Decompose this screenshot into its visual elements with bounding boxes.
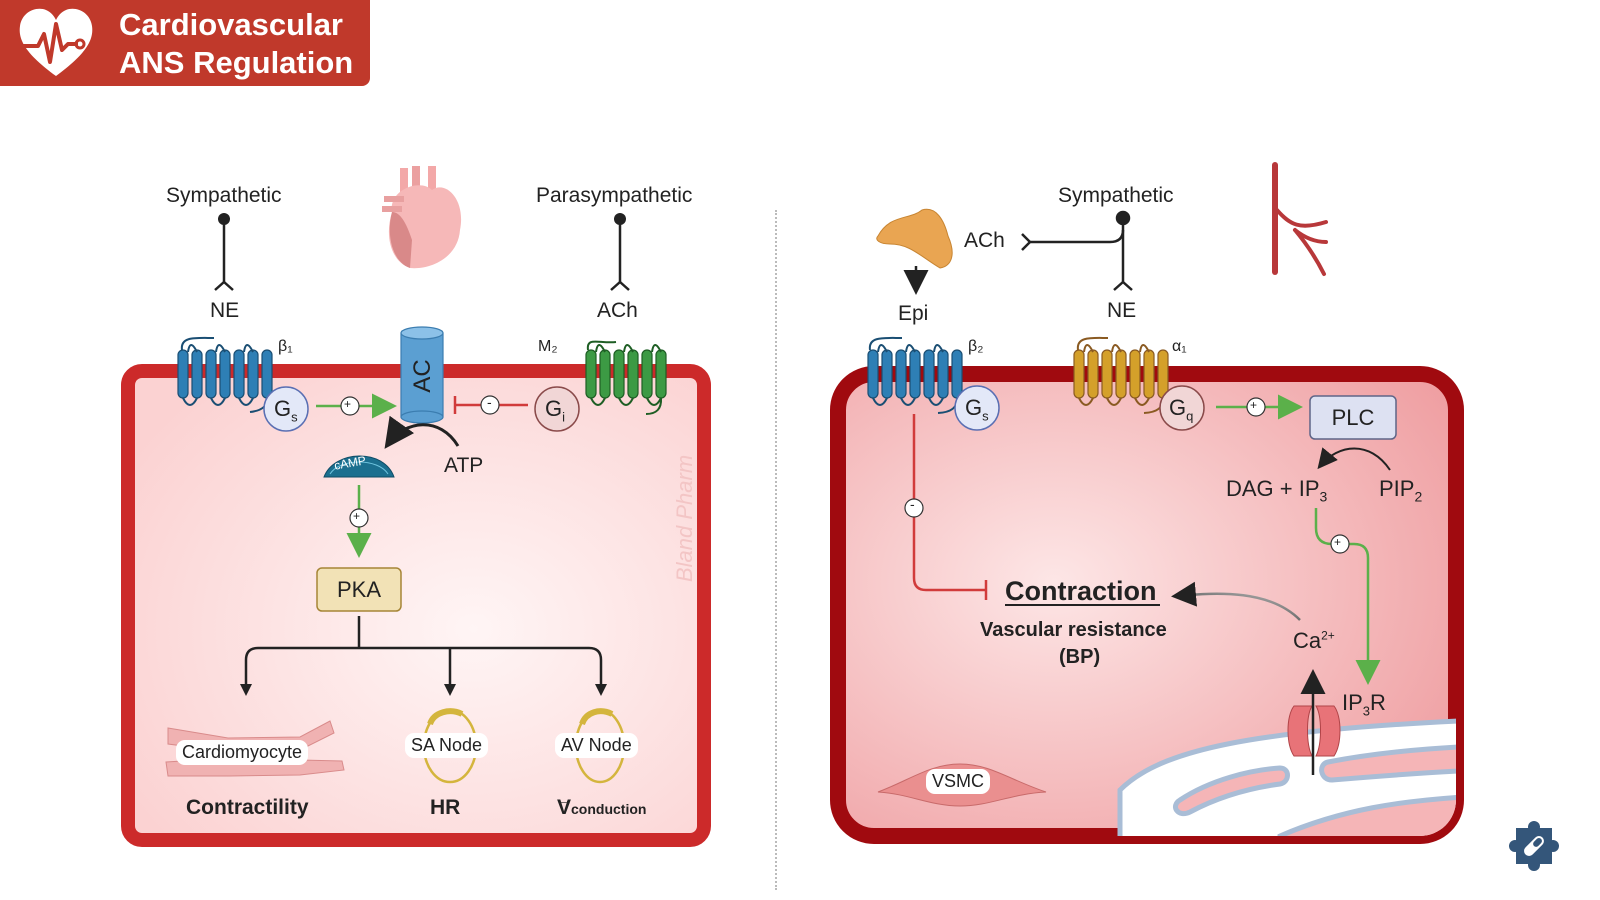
- atp-label: ATP: [444, 454, 484, 477]
- hr-label: HR: [430, 796, 461, 819]
- title-line-1: Cardiovascular: [119, 7, 343, 42]
- pka-branch-arrows: [244, 616, 603, 688]
- pka-label: PKA: [336, 577, 382, 602]
- page-title: Cardiovascular ANS Regulation: [119, 6, 353, 82]
- av-node-tag: AV Node: [555, 733, 638, 758]
- vascular-panel-graphics: [830, 162, 1464, 844]
- alpha1-receptor-icon: [1073, 336, 1169, 414]
- heart-ecg-icon: [19, 8, 93, 76]
- alpha1-label: α₁: [1172, 338, 1187, 355]
- dag-ip3-label: DAG + IP3: [1226, 476, 1328, 505]
- vector-arrow-icon: →: [558, 792, 572, 808]
- ne-label-heart: NE: [210, 299, 240, 322]
- stimulate-badge: [340, 396, 360, 416]
- camp-icon: [323, 455, 395, 478]
- adenylyl-cyclase-icon: [400, 326, 444, 424]
- pip2-to-dag-arrow: [1317, 447, 1391, 471]
- atp-to-camp-arrow: [384, 415, 460, 449]
- stimulate-badge: [1330, 534, 1350, 554]
- sympathetic-label-heart: Sympathetic: [166, 184, 282, 207]
- sympathetic-label-vascular: Sympathetic: [1058, 184, 1174, 207]
- pka-box: [316, 567, 402, 612]
- gs-protein-vascular: [954, 385, 1000, 431]
- contraction-label: Contraction: [1005, 576, 1157, 606]
- gi-protein: [534, 386, 580, 432]
- gq-label: Gq: [1169, 395, 1194, 424]
- contractility-label: Contractility: [186, 796, 309, 819]
- ac-label: AC: [409, 359, 436, 393]
- ach-label-vascular: ACh: [964, 229, 1005, 252]
- sympathetic-neuron-icon: [214, 213, 234, 291]
- title-banner: Cardiovascular ANS Regulation: [0, 0, 370, 86]
- sympathetic-neuron-vascular-icon: [1021, 210, 1133, 291]
- ach-label-heart: ACh: [597, 299, 638, 322]
- gq-protein: [1159, 385, 1205, 431]
- plus-sign: +: [344, 397, 352, 411]
- panel-divider: [775, 210, 777, 890]
- m2-receptor-icon: [585, 340, 667, 415]
- beta1-label: β₁: [278, 338, 293, 355]
- plus-sign: +: [1334, 535, 1342, 549]
- ne-label-vascular: NE: [1107, 299, 1137, 322]
- plc-box: [1309, 395, 1397, 440]
- gs-label-vascular: Gs: [965, 395, 989, 424]
- calcium-to-contraction-arrow: [1171, 581, 1301, 621]
- endoplasmic-reticulum-icon: [1117, 717, 1456, 836]
- calcium-label: Ca2+: [1293, 628, 1335, 653]
- beta2-receptor-icon: [867, 336, 963, 414]
- pip2-label: PIP2: [1379, 476, 1423, 505]
- gi-label: Gi: [545, 396, 566, 425]
- conduction-velocity-label: → V conduction: [557, 792, 647, 819]
- inhibit-badge: [904, 498, 924, 518]
- heart-organ-icon: [382, 166, 462, 269]
- plus-sign: +: [1250, 398, 1258, 412]
- ip3r-channel-icon: [1287, 705, 1341, 757]
- minus-sign: -: [487, 394, 492, 410]
- minus-sign: -: [910, 496, 915, 512]
- parasympathetic-label: Parasympathetic: [536, 184, 693, 207]
- vsmc-tag: VSMC: [926, 769, 991, 794]
- epi-label: Epi: [898, 302, 929, 325]
- gs-protein-heart: [263, 386, 309, 432]
- beta1-receptor-icon: [177, 336, 273, 413]
- plc-label: PLC: [1331, 405, 1375, 430]
- puzzle-pill-icon: [1509, 821, 1559, 871]
- parasympathetic-neuron-icon: [610, 213, 630, 291]
- watermark: Bland Pharm: [672, 455, 697, 582]
- adrenal-gland-icon: [876, 208, 953, 269]
- cardiomyocyte-tag: Cardiomyocyte: [176, 740, 309, 765]
- sa-node-tag: SA Node: [405, 733, 489, 758]
- bp-label: (BP): [1059, 646, 1101, 668]
- blood-vessel-icon: [1272, 162, 1328, 276]
- gs-label-heart: Gs: [274, 396, 298, 425]
- stimulate-badge: [1246, 397, 1266, 417]
- ip3r-label: IP3R: [1342, 690, 1386, 719]
- beta2-label: β₂: [968, 338, 984, 355]
- plus-sign: +: [353, 509, 361, 523]
- gs-inhibit-contraction-line: [912, 414, 986, 592]
- vascular-resistance-label: Vascular resistance: [980, 619, 1167, 641]
- inhibit-badge: [480, 395, 500, 415]
- m2-label: M₂: [538, 338, 558, 355]
- stimulate-badge: [349, 508, 369, 528]
- heart-panel-graphics: Bland Pharm: [121, 166, 711, 847]
- title-line-2: ANS Regulation: [119, 45, 354, 80]
